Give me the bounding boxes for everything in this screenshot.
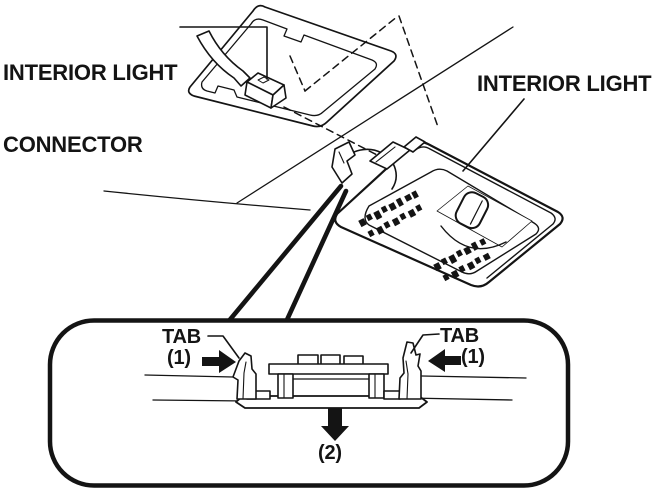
- interior-light-connector: [244, 72, 287, 109]
- headliner-lines: [103, 26, 514, 211]
- tab-right-label: TAB: [440, 325, 480, 347]
- tab-left-prong: [232, 352, 257, 400]
- roof-opening: [187, 4, 397, 128]
- light-lens: [364, 168, 540, 275]
- down-arrow-icon: [321, 408, 349, 441]
- tab-left-step-label: (1): [167, 347, 191, 369]
- lens-markings-right: [433, 238, 491, 282]
- light-mount-tab: [331, 136, 426, 190]
- interior-light-connector-label-line1: INTERIOR LIGHT: [3, 60, 178, 85]
- right-arrow-icon: [202, 350, 236, 373]
- interior-light-connector-label: INTERIOR LIGHT CONNECTOR: [3, 13, 178, 205]
- interior-light: [331, 136, 564, 288]
- detail-cross-section: [144, 333, 527, 441]
- wire-harness: [196, 30, 251, 87]
- connector-leader-line: [179, 26, 268, 80]
- projection-dashed-lines: [283, 15, 439, 157]
- magnifier-pointer-lines: [225, 183, 349, 325]
- tab-right-leader-line: [410, 333, 440, 354]
- interior-light-connector-label-line2: CONNECTOR: [3, 132, 143, 157]
- tab-left-label: TAB: [162, 326, 202, 348]
- interior-light-label: INTERIOR LIGHT: [477, 71, 652, 96]
- switch-highlight: [436, 185, 533, 248]
- left-arrow-icon: [428, 349, 461, 372]
- lens-markings-left: [358, 190, 423, 238]
- tab-left-leader-line: [207, 335, 240, 359]
- interior-light-leader-line: [462, 98, 525, 172]
- remove-step-label: (2): [318, 442, 342, 464]
- light-switch-knob: [454, 191, 490, 230]
- tab-right-step-label: (1): [461, 346, 485, 368]
